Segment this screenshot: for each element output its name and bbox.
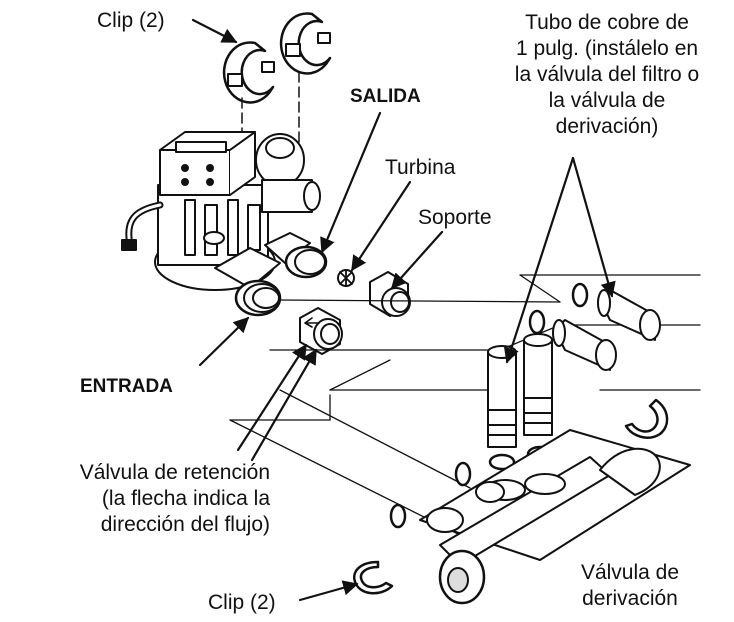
label-tubo-line3: la válvula del filtro o [514, 63, 700, 86]
arrow-clip-bottom [298, 580, 359, 602]
bypass-valve-body [419, 429, 691, 605]
copper-tube-vertical-right [523, 333, 553, 436]
arrow-tubo-1 [503, 156, 575, 364]
label-turbina: Turbina [385, 156, 456, 179]
arrow-soporte [390, 230, 444, 290]
check-valve [299, 307, 343, 355]
label-derivacion-line1: Válvula de [580, 561, 680, 584]
label-clip-bottom: Clip (2) [208, 591, 276, 614]
label-retencion-line3: dirección del flujo) [100, 513, 270, 536]
label-tubo-cobre: Tubo de cobre de 1 pulg. (instálelo en l… [482, 10, 732, 140]
label-derivacion-line2: derivación [582, 587, 678, 610]
arrow-retencion-2 [250, 348, 318, 462]
label-soporte: Soporte [418, 206, 492, 229]
arrow-clip-top [191, 18, 238, 44]
arrow-retencion-1 [236, 343, 308, 452]
arrow-entrada [198, 316, 250, 367]
top-clip-left [222, 41, 275, 104]
inlet-port [214, 247, 282, 317]
top-clip-right [279, 12, 332, 75]
outlet-port [264, 232, 328, 279]
leader-arrows [191, 18, 616, 602]
arrow-tubo-2 [571, 156, 616, 298]
bottom-clip-left [353, 560, 394, 595]
support [369, 271, 411, 317]
label-entrada: ENTRADA [80, 376, 173, 397]
bottom-clip-right [624, 398, 669, 439]
arrow-turbina [350, 180, 412, 272]
label-clip-top: Clip (2) [97, 9, 165, 32]
label-tubo-line2: 1 pulg. (instálelo en [515, 37, 699, 60]
label-tubo-line5: derivación) [555, 115, 659, 138]
copper-tube-lower-right [552, 319, 617, 371]
arrow-salida [320, 111, 382, 254]
label-retencion-line2: (la flecha indica la [101, 487, 270, 510]
copper-tube-upper-right [597, 289, 661, 341]
turbine [337, 269, 355, 287]
valve-head-body [121, 131, 321, 291]
label-tubo-line1: Tubo de cobre de [525, 11, 689, 34]
label-salida: SALIDA [350, 86, 421, 107]
label-retencion-line1: Válvula de retención [79, 461, 270, 484]
label-valvula-retencion: Válvula de retención (la flecha indica l… [2, 460, 270, 538]
label-tubo-line4: la válvula de [548, 89, 666, 112]
label-valvula-derivacion: Válvula de derivación [560, 560, 700, 612]
copper-tube-vertical-left [487, 345, 517, 448]
